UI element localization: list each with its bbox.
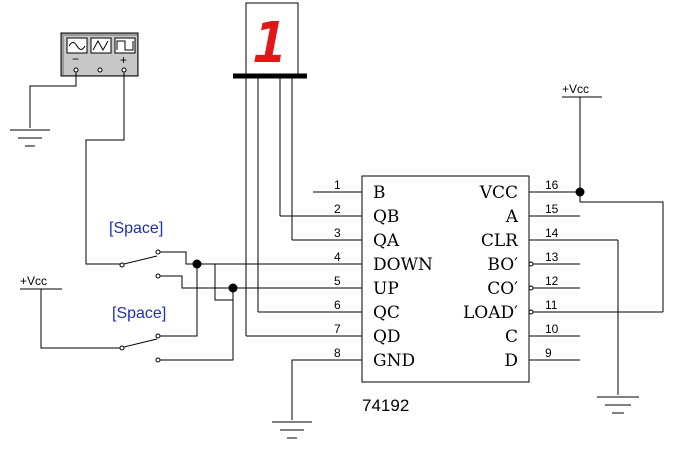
pin-name: B	[373, 183, 386, 203]
pin-number: 7	[334, 322, 341, 336]
pin-number: 10	[545, 322, 559, 336]
pin-name: QC	[373, 303, 400, 323]
sine-wave-icon[interactable]	[68, 42, 86, 50]
seven-segment-display: 1	[233, 2, 307, 336]
pin-name: LOAD′	[463, 303, 518, 323]
pin-name: QD	[373, 327, 401, 347]
pin-number: 9	[545, 346, 552, 360]
pin-number: 6	[334, 298, 341, 312]
pin-name: DOWN	[373, 255, 433, 275]
pin-name: GND	[373, 351, 415, 371]
ground-symbol-bottom	[272, 421, 312, 439]
switch-up-key-label: [Space]	[112, 305, 166, 322]
pin-number: 13	[545, 250, 559, 264]
vcc-label-right: +Vcc	[562, 82, 589, 96]
pin-number: 5	[334, 274, 341, 288]
ground-symbol-left	[10, 129, 50, 147]
ic-74192[interactable]: 74192 1 B 2 QB 3 QA 4 DOWN 5 UP 6 QC 7 QD 8 GND 16 VCC 15…	[334, 175, 559, 415]
display-digit: 1	[253, 11, 287, 76]
pin-name: CLR	[481, 231, 519, 251]
pin-name: QA	[373, 231, 400, 251]
pin-number: 15	[545, 202, 559, 216]
pin-number: 8	[334, 346, 341, 360]
chip-part-number: 74192	[362, 396, 409, 415]
svg-text:−: −	[72, 52, 79, 66]
pin-number: 2	[334, 202, 341, 216]
pin-number: 4	[334, 250, 341, 264]
pin-number: 3	[334, 226, 341, 240]
pin-number: 14	[545, 226, 559, 240]
pin-name: UP	[373, 279, 399, 299]
pin-name: A	[505, 207, 519, 227]
pin-name: VCC	[479, 183, 518, 203]
function-generator[interactable]: − +	[60, 32, 139, 77]
pin-number: 16	[545, 178, 559, 192]
triangle-wave-icon[interactable]	[92, 39, 109, 52]
switch-up[interactable]: [Space]	[112, 305, 166, 363]
pin-name: CO′	[487, 279, 518, 299]
pin-name: C	[505, 327, 518, 347]
vcc-label-left: +Vcc	[20, 274, 47, 288]
pin-number: 11	[545, 298, 558, 312]
switch-down[interactable]: [Space]	[109, 220, 163, 279]
pin-name: D	[504, 351, 518, 371]
switch-down-key-label: [Space]	[109, 220, 163, 237]
square-wave-icon[interactable]	[116, 40, 134, 51]
ground-symbol-right	[597, 396, 639, 414]
pin-number: 1	[334, 178, 341, 192]
svg-text:+: +	[120, 53, 127, 67]
pin-name: BO′	[487, 255, 518, 275]
pin-name: QB	[373, 207, 399, 227]
pin-number: 12	[545, 274, 559, 288]
